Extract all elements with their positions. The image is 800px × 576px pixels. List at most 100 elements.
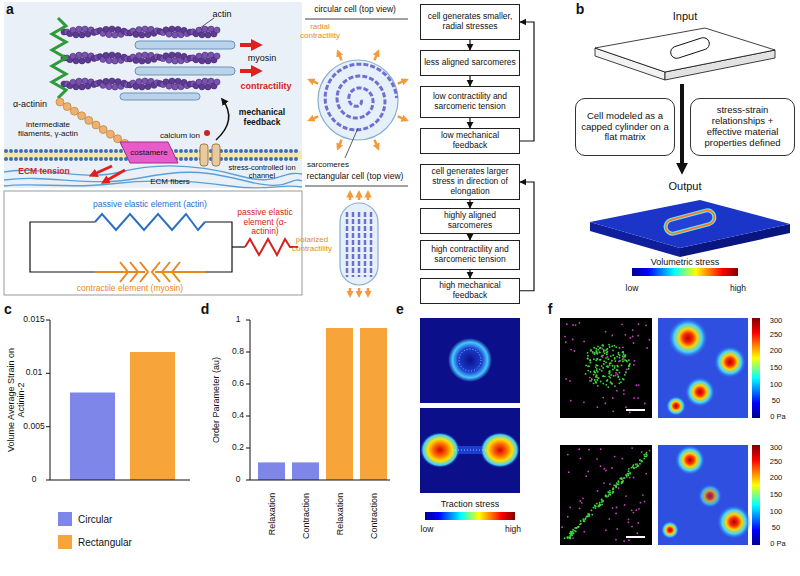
microscopy-images — [595, 352, 597, 354]
actin-filament — [76, 52, 82, 58]
microscopy-images — [612, 507, 614, 509]
microscopy-images — [587, 471, 589, 473]
microscopy-images — [607, 351, 609, 353]
sarcomere-illustration — [4, 2, 302, 188]
process-box: low contractility and sarcomeric tension — [420, 86, 520, 118]
microscopy-images — [629, 363, 631, 365]
microscopy-images — [609, 370, 611, 372]
flow-arrow — [469, 40, 470, 50]
actin-filament — [73, 58, 79, 64]
microscopy-images — [595, 350, 597, 352]
actin-filament — [73, 84, 79, 90]
intermediate-filament-chain — [99, 126, 107, 134]
microscopy-images — [567, 454, 569, 456]
microscopy-images — [583, 401, 585, 403]
illustration-background — [4, 2, 302, 188]
microscopy-images — [626, 536, 645, 538]
flow-arrow — [469, 76, 470, 86]
ion-channel — [200, 144, 220, 166]
microscopy-images — [628, 518, 630, 520]
method-box: stress-strain relationships + effective … — [690, 98, 795, 156]
model-wire — [30, 222, 245, 272]
axis — [50, 480, 190, 481]
microscopy-images — [635, 466, 637, 468]
axis — [246, 416, 250, 417]
microscopy-images — [614, 365, 616, 367]
microscopy-images — [607, 358, 609, 360]
microscopy-images — [614, 367, 616, 369]
cell-membrane — [284, 157, 288, 161]
cell-membrane — [189, 149, 193, 153]
microscopy-images — [612, 365, 614, 367]
microscopy-images — [595, 381, 597, 383]
microscopy-images — [589, 359, 591, 361]
microscopy-images — [568, 471, 570, 473]
microscopy-images — [615, 485, 617, 487]
bar-chart-c — [46, 320, 190, 480]
microscopy-images — [603, 360, 605, 362]
alpha-actinin-zigzag — [52, 18, 66, 98]
cell-membrane — [264, 157, 268, 161]
axis — [46, 373, 50, 374]
microscopy-images — [628, 468, 630, 470]
cell-membrane — [259, 157, 263, 161]
microscopy-images — [633, 364, 635, 366]
cell-membrane — [89, 149, 93, 153]
traction-map — [420, 432, 460, 468]
myosin-contractile-element — [152, 262, 160, 282]
microscopy-images — [596, 377, 598, 379]
legend-swatch — [58, 512, 72, 526]
microscopy-images — [649, 450, 651, 452]
traction-heatmap — [675, 445, 705, 475]
circular-cell — [310, 52, 406, 148]
cell-membrane — [119, 149, 123, 153]
calcium-ion-dot — [204, 130, 210, 136]
colorbar-tick: 200 — [770, 347, 783, 355]
cell-membrane — [239, 157, 243, 161]
actin-filament — [109, 26, 115, 32]
force-label: polarized contractility — [287, 236, 337, 254]
bar — [258, 462, 285, 480]
microscopy-images — [628, 365, 630, 367]
cell-membrane — [259, 149, 263, 153]
microscopy-images — [621, 482, 623, 484]
microscopy-images — [622, 358, 624, 360]
microscopy-images — [607, 386, 609, 388]
model-frame — [4, 191, 302, 295]
axis — [250, 320, 251, 480]
microscopy-images — [583, 341, 585, 343]
axis-tick: 0 — [32, 475, 37, 485]
microscopy-images — [606, 352, 608, 354]
microscopy-images — [576, 527, 578, 529]
microscopy-images — [618, 487, 620, 489]
actin-filament — [79, 58, 85, 64]
microscopy-images — [600, 465, 602, 467]
microscopy-images — [631, 509, 633, 511]
microscopy-images — [581, 502, 583, 504]
microscopy-images — [622, 346, 624, 348]
microscopy-images — [594, 379, 596, 381]
microscopy-images — [624, 504, 626, 506]
cell-membrane — [29, 157, 33, 161]
cell-membrane — [194, 149, 198, 153]
microscopy-images — [638, 323, 640, 325]
colorbar-tick: 250 — [770, 457, 783, 465]
microscopy-images — [627, 473, 629, 475]
microscopy-images — [633, 342, 635, 344]
microscopy-images — [594, 505, 596, 507]
output-geometry — [590, 200, 790, 257]
microscopy-images — [644, 403, 646, 405]
rectangular-cell — [352, 212, 355, 277]
axis — [246, 480, 250, 481]
microscopy-images — [606, 348, 608, 350]
ecm-tension-arrow — [92, 166, 112, 175]
cell-membrane — [254, 157, 258, 161]
microscopy-images — [591, 509, 593, 511]
actin-filament — [175, 78, 181, 84]
cell-membrane — [289, 157, 293, 161]
colorbar — [752, 445, 760, 545]
microscopy-images — [623, 379, 625, 381]
cell-membrane — [194, 157, 198, 161]
